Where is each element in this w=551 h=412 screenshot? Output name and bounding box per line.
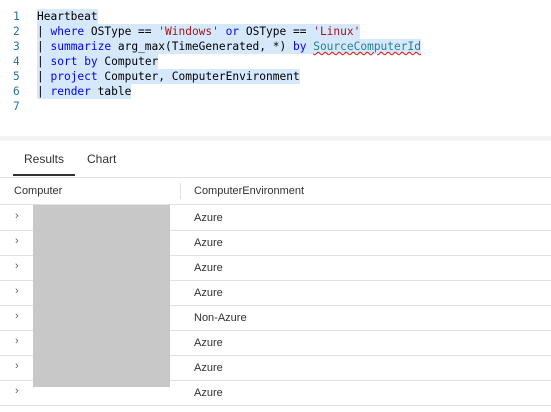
expand-row-icon[interactable]: › bbox=[15, 235, 19, 247]
table-row[interactable]: › Azure bbox=[0, 355, 551, 381]
expand-row-icon[interactable]: › bbox=[15, 210, 19, 222]
column-header-computer[interactable]: Computer bbox=[14, 185, 63, 197]
redacted-computer-cell bbox=[33, 330, 170, 356]
line-number: 5 bbox=[13, 70, 20, 83]
line-number: 4 bbox=[13, 55, 20, 68]
column-header-computer-environment[interactable]: ComputerEnvironment bbox=[194, 185, 305, 197]
computer-environment-cell: Azure bbox=[194, 262, 223, 274]
redacted-computer-cell bbox=[33, 280, 170, 306]
expand-row-icon[interactable]: › bbox=[15, 385, 19, 397]
code-token: by bbox=[84, 55, 98, 68]
redacted-computer-cell bbox=[33, 205, 170, 231]
code-text: | render table bbox=[37, 84, 132, 99]
computer-environment-cell: Azure bbox=[194, 337, 223, 349]
code-text: | summarize arg_max(TimeGenerated, *) by… bbox=[37, 39, 421, 54]
code-token: SourceComputerId bbox=[313, 40, 421, 53]
table-row[interactable]: › Azure bbox=[0, 330, 551, 356]
expand-row-icon[interactable]: › bbox=[15, 335, 19, 347]
code-token: Computer bbox=[97, 55, 159, 68]
line-number: 3 bbox=[13, 40, 20, 53]
code-text: | sort by Computer bbox=[37, 54, 159, 69]
code-token: | bbox=[37, 40, 51, 53]
expand-row-icon[interactable]: › bbox=[15, 285, 19, 297]
column-resize-handle[interactable] bbox=[180, 183, 181, 199]
redacted-computer-cell bbox=[33, 380, 170, 387]
line-number: 6 bbox=[13, 85, 20, 98]
line-number: 2 bbox=[13, 25, 20, 38]
line-number: 7 bbox=[13, 100, 20, 113]
code-token: or bbox=[218, 25, 246, 38]
editor-results-divider[interactable] bbox=[0, 136, 551, 141]
computer-environment-cell: Azure bbox=[194, 362, 223, 374]
tab-chart[interactable]: Chart bbox=[87, 152, 117, 166]
code-token: | bbox=[37, 25, 51, 38]
code-token: where bbox=[50, 25, 85, 38]
code-token: arg_max(TimeGenerated, *) bbox=[111, 40, 293, 53]
code-token: Computer, ComputerEnvironment bbox=[97, 70, 300, 83]
redacted-computer-cell bbox=[33, 230, 170, 256]
computer-environment-cell: Azure bbox=[194, 287, 223, 299]
expand-row-icon[interactable]: › bbox=[15, 260, 19, 272]
code-token: OSType == bbox=[245, 25, 314, 38]
code-token: | bbox=[37, 70, 51, 83]
computer-environment-cell: Non-Azure bbox=[194, 312, 247, 324]
query-editor[interactable]: 1 Heartbeat 2 | where OSType == 'Windows' o… bbox=[0, 0, 551, 136]
redacted-computer-cell bbox=[33, 255, 170, 281]
code-text: Heartbeat bbox=[37, 9, 98, 24]
code-token: | bbox=[37, 85, 51, 98]
redacted-computer-cell bbox=[33, 355, 170, 381]
code-token: | bbox=[37, 55, 51, 68]
code-text: | where OSType == 'Windows' or OSType ==… bbox=[37, 24, 361, 39]
code-token: project bbox=[50, 70, 98, 83]
active-tab-indicator bbox=[13, 174, 75, 176]
expand-row-icon[interactable]: › bbox=[15, 310, 19, 322]
results-grid-header: Computer ComputerEnvironment bbox=[0, 178, 551, 205]
results-tab-bar: Results Chart bbox=[0, 141, 551, 178]
code-token: sort bbox=[50, 55, 78, 68]
code-token: Heartbeat bbox=[37, 10, 98, 23]
code-token: summarize bbox=[50, 40, 112, 53]
line-number: 1 bbox=[13, 10, 20, 23]
code-text: | project Computer, ComputerEnvironment bbox=[37, 69, 300, 84]
code-token: 'Windows' bbox=[158, 25, 219, 38]
tab-results[interactable]: Results bbox=[24, 152, 65, 166]
expand-row-icon[interactable]: › bbox=[15, 360, 19, 372]
table-row[interactable]: › Azure bbox=[0, 380, 551, 406]
computer-environment-cell: Azure bbox=[194, 212, 223, 224]
table-row[interactable]: › Azure bbox=[0, 230, 551, 256]
code-token: by bbox=[292, 40, 307, 53]
code-token: render bbox=[50, 85, 91, 98]
redacted-computer-cell bbox=[33, 305, 170, 331]
code-token: OSType == bbox=[84, 25, 159, 38]
code-token: table bbox=[90, 85, 132, 98]
table-row[interactable]: › Azure bbox=[0, 205, 551, 231]
table-row[interactable]: › Azure bbox=[0, 255, 551, 281]
computer-environment-cell: Azure bbox=[194, 387, 223, 399]
table-row[interactable]: › Azure bbox=[0, 280, 551, 306]
table-row[interactable]: › Non-Azure bbox=[0, 305, 551, 331]
computer-environment-cell: Azure bbox=[194, 237, 223, 249]
code-token: 'Linux' bbox=[313, 25, 361, 38]
